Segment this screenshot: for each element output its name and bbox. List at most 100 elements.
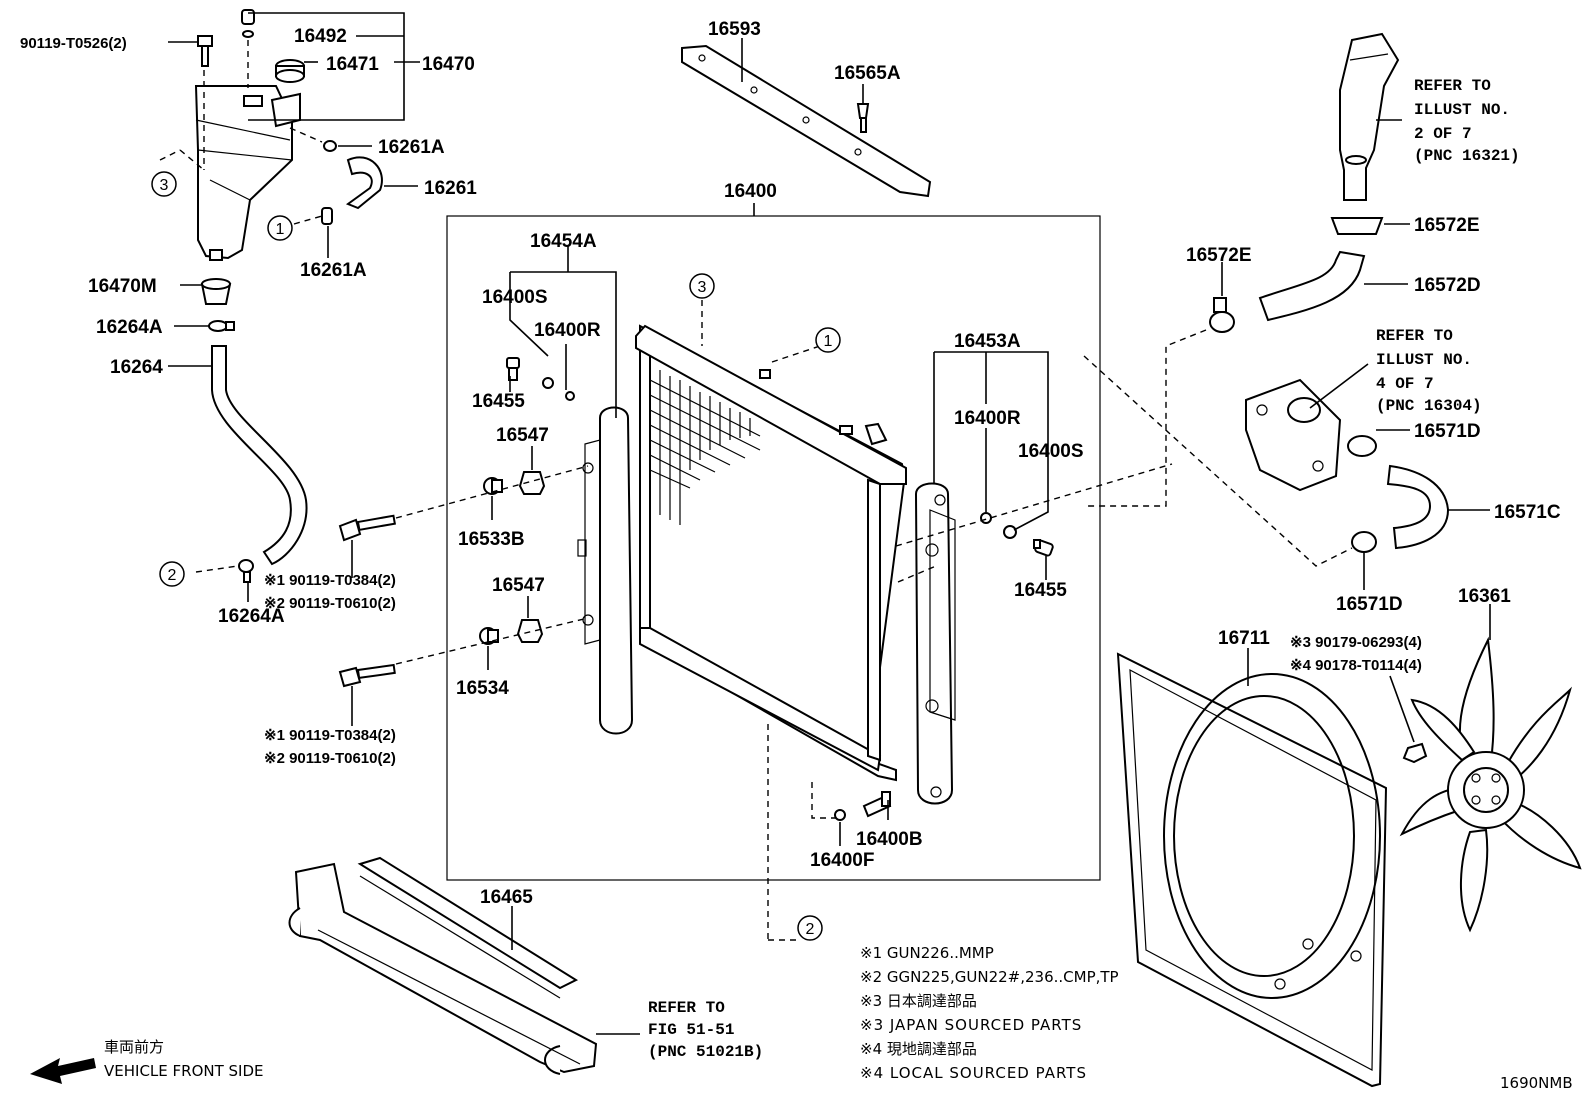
- hose-16571c: [1386, 464, 1450, 550]
- ref1-line2: ILLUST NO.: [1414, 101, 1510, 119]
- label-16400: 16400: [724, 181, 777, 202]
- svg-text:1: 1: [824, 333, 833, 350]
- label-16572e-left: 16572E: [1186, 245, 1252, 266]
- label-16571d-top: 16571D: [1414, 421, 1481, 442]
- collar-16533b: [483, 477, 503, 495]
- clamp-16571d-top: [1347, 435, 1377, 457]
- ref3-line3: (PNC 51021B): [648, 1043, 763, 1061]
- clip-16261a-bottom: [321, 207, 333, 225]
- bracket-pin-16400s-left: [506, 357, 520, 381]
- label-16264a-bottom: 16264A: [218, 606, 285, 627]
- vehicle-front-arrow-icon: [30, 1058, 96, 1084]
- legend-note-1: ※1 GUN226..MMP: [860, 944, 994, 962]
- clamp-16571d-bottom: [1351, 531, 1377, 553]
- cooling-fan-16361: [1399, 636, 1582, 933]
- collar-16534: [479, 627, 499, 645]
- label-16571d-bottom: 16571D: [1336, 594, 1403, 615]
- bolt-90119-t0526: [197, 35, 213, 67]
- radiator-core: [635, 324, 907, 782]
- label-16361: 16361: [1458, 586, 1511, 607]
- radiator-assembly-frame: [446, 215, 1101, 881]
- bolt-upper-left: [338, 514, 397, 542]
- lower-support-bracket: [288, 862, 598, 1075]
- ref2-line2: ILLUST NO.: [1376, 351, 1472, 369]
- legend-note-6: ※4 LOCAL SOURCED PARTS: [860, 1064, 1087, 1082]
- fan-shroud-16711: [1116, 652, 1388, 1088]
- fan-nut: [1402, 742, 1428, 764]
- fan-note-2: ※4 90178-T0114(4): [1290, 657, 1422, 674]
- label-16470m: 16470M: [88, 276, 157, 297]
- callout-3-radiator: 3: [689, 273, 715, 299]
- callout-1-radiator: 1: [815, 327, 841, 353]
- right-radiator-support: [914, 482, 956, 805]
- water-inlet-16304: [1245, 378, 1342, 492]
- clip-16261a-top: [323, 140, 337, 152]
- label-16454a: 16454A: [530, 231, 597, 252]
- ref2-line1: REFER TO: [1376, 327, 1453, 345]
- ref2-line4: (PNC 16304): [1376, 397, 1482, 415]
- water-outlet-16321: [1339, 32, 1400, 201]
- bolt-note-lower-2: ※2 90119-T0610(2): [264, 750, 396, 767]
- clamp-16572e-top: [1330, 217, 1384, 235]
- label-16547-bottom: 16547: [492, 575, 545, 596]
- bracket-pin-16400s-right: [1003, 525, 1017, 539]
- hose-16572d: [1258, 250, 1366, 322]
- callout-1-left: 1: [267, 215, 293, 241]
- label-16455-right: 16455: [1014, 580, 1067, 601]
- grommet-16400r-left: [542, 377, 554, 389]
- ref3-line1: REFER TO: [648, 999, 725, 1017]
- ref1-line4: (PNC 16321): [1414, 147, 1520, 165]
- drain-gasket-16400f: [834, 809, 846, 821]
- label-16400r-right: 16400R: [954, 408, 1021, 429]
- ref1-line1: REFER TO: [1414, 77, 1491, 95]
- label-16492: 16492: [294, 26, 347, 47]
- left-radiator-support: [577, 406, 634, 735]
- label-16264: 16264: [110, 357, 163, 378]
- label-16261: 16261: [424, 178, 477, 199]
- label-16593: 16593: [708, 19, 761, 40]
- reservoir-cap-16471: [275, 59, 305, 83]
- bolt-note-upper-2: ※2 90119-T0610(2): [264, 595, 396, 612]
- cushion-16455-left: [565, 391, 575, 401]
- ref3-line2: FIG 51-51: [648, 1021, 734, 1039]
- label-16565a: 16565A: [834, 63, 901, 84]
- clip-16565a: [856, 103, 870, 133]
- hose-16261: [345, 156, 383, 210]
- label-16400s-right: 16400S: [1018, 441, 1084, 462]
- label-16400f: 16400F: [810, 850, 874, 871]
- radiator-cushion-16465: [357, 856, 579, 999]
- grommet-16492: [241, 9, 255, 38]
- label-16465: 16465: [480, 887, 533, 908]
- label-16471: 16471: [326, 54, 379, 75]
- label-16572e-top: 16572E: [1414, 215, 1480, 236]
- clip-16264a-bottom: [238, 559, 254, 583]
- legend-note-5: ※4 現地調達部品: [860, 1040, 977, 1058]
- label-16711: 16711: [1218, 628, 1270, 649]
- upper-support-bracket: [681, 44, 932, 198]
- diagram-code: 1690NMB: [1500, 1074, 1573, 1092]
- label-16453a: 16453A: [954, 331, 1021, 352]
- label-16455-left: 16455: [472, 391, 525, 412]
- cushion-16455-right: [1033, 539, 1054, 557]
- drain-cock-16400b: [862, 791, 892, 818]
- legend-note-4: ※3 JAPAN SOURCED PARTS: [860, 1016, 1082, 1034]
- grommet-16400r-right: [980, 512, 992, 524]
- svg-text:1: 1: [276, 221, 285, 238]
- clamp-16572e-left: [1209, 297, 1235, 333]
- svg-text:2: 2: [806, 921, 815, 938]
- label-16533b: 16533B: [458, 529, 525, 550]
- callout-2-left: 2: [159, 561, 185, 587]
- callout-2-bottom: 2: [797, 915, 823, 941]
- bolt-note-upper-1: ※1 90119-T0384(2): [264, 572, 396, 589]
- label-16572d: 16572D: [1414, 275, 1481, 296]
- callout-3-top: 3: [151, 171, 177, 197]
- fan-note-1: ※3 90179-06293(4): [1290, 634, 1422, 651]
- label-16534: 16534: [456, 678, 509, 699]
- label-16261a-bottom: 16261A: [300, 260, 367, 281]
- label-16400s-left: 16400S: [482, 287, 548, 308]
- svg-text:2: 2: [168, 567, 177, 584]
- legend-note-3: ※3 日本調達部品: [860, 992, 977, 1010]
- direction-jp: 車両前方: [104, 1038, 164, 1056]
- label-16470: 16470: [422, 54, 475, 75]
- label-bolt-90119-t0526: 90119-T0526(2): [20, 35, 127, 52]
